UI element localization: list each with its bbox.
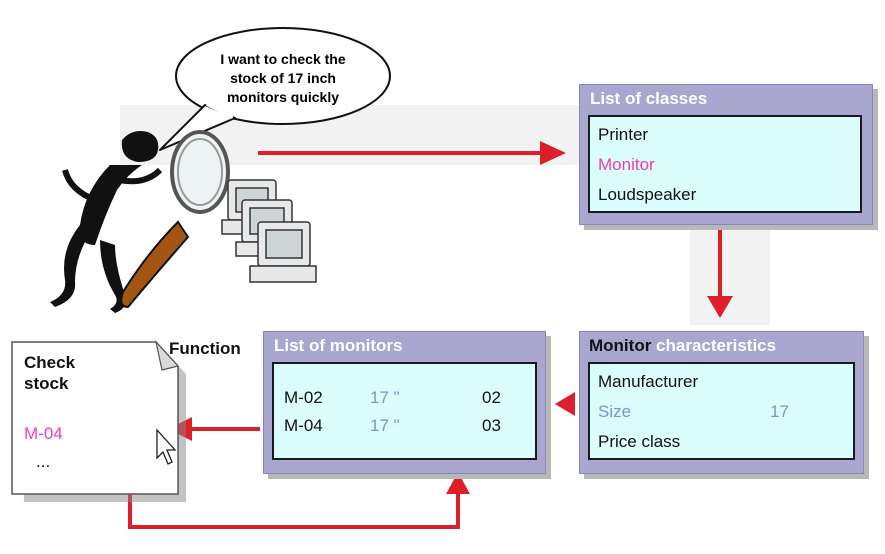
monitor-row-id[interactable]: M-04	[284, 416, 323, 435]
characteristics-panel-title: Monitor characteristics	[589, 336, 776, 356]
mouse-cursor-icon	[156, 428, 177, 465]
function-label: Function	[169, 339, 241, 358]
monitor-row-id[interactable]: M-02	[284, 388, 323, 407]
monitor-row-num: 03	[482, 416, 501, 435]
characteristic-manufacturer[interactable]: Manufacturer	[598, 372, 699, 391]
shadow-band-2	[690, 230, 770, 325]
class-item-monitor[interactable]: Monitor	[598, 155, 655, 174]
arrow-to-characteristics	[707, 228, 733, 318]
speech-line: monitors quickly	[226, 89, 340, 105]
document-ellipsis: ...	[36, 452, 51, 471]
document-title-line: stock	[24, 374, 69, 393]
monitors-panel: List of monitors M-02 17 " 02 M-04 17 " …	[263, 331, 546, 474]
arrow-loop-back	[128, 472, 470, 529]
classes-panel-title: List of classes	[590, 89, 708, 108]
arrow-to-monitors	[555, 392, 575, 416]
monitors-list: M-02 17 " 02 M-04 17 " 03	[272, 362, 537, 460]
classes-list: Printer Monitor Loudspeaker	[588, 115, 862, 213]
monitors-panel-title: List of monitors	[274, 336, 403, 355]
speech-line: I want to check the	[220, 51, 346, 67]
speech-bubble	[159, 27, 391, 151]
class-item-printer[interactable]: Printer	[598, 125, 649, 144]
document-title: Check stock	[24, 352, 75, 394]
characteristics-panel: Monitor characteristics Manufacturer Siz…	[579, 331, 864, 474]
speech-line: stock of 17 inch	[230, 70, 336, 86]
speech-bubble-text: I want to check the stock of 17 inch mon…	[190, 50, 376, 107]
class-item-loudspeaker[interactable]: Loudspeaker	[598, 185, 697, 204]
characteristics-list: Manufacturer Size 17 Price class	[588, 362, 855, 460]
characteristics-title-rest: characteristics	[651, 336, 777, 355]
monitor-row-size: 17 "	[370, 416, 400, 435]
arrow-to-classes	[258, 141, 566, 165]
monitor-row-num: 02	[482, 388, 501, 407]
person-with-magnifier-icon	[50, 130, 230, 313]
document-title-line: Check	[24, 353, 76, 372]
characteristic-size[interactable]: Size	[598, 402, 632, 421]
classes-panel: List of classes Printer Monitor Loudspea…	[579, 84, 873, 225]
document-icon	[11, 339, 186, 502]
document-item[interactable]: M-04	[24, 424, 63, 443]
characteristics-title-class: Monitor	[589, 336, 652, 355]
characteristic-price-class[interactable]: Price class	[598, 432, 681, 451]
characteristic-size-value[interactable]: 17	[770, 402, 789, 421]
computers-icon	[221, 179, 317, 283]
monitor-row-size: 17 "	[370, 388, 400, 407]
